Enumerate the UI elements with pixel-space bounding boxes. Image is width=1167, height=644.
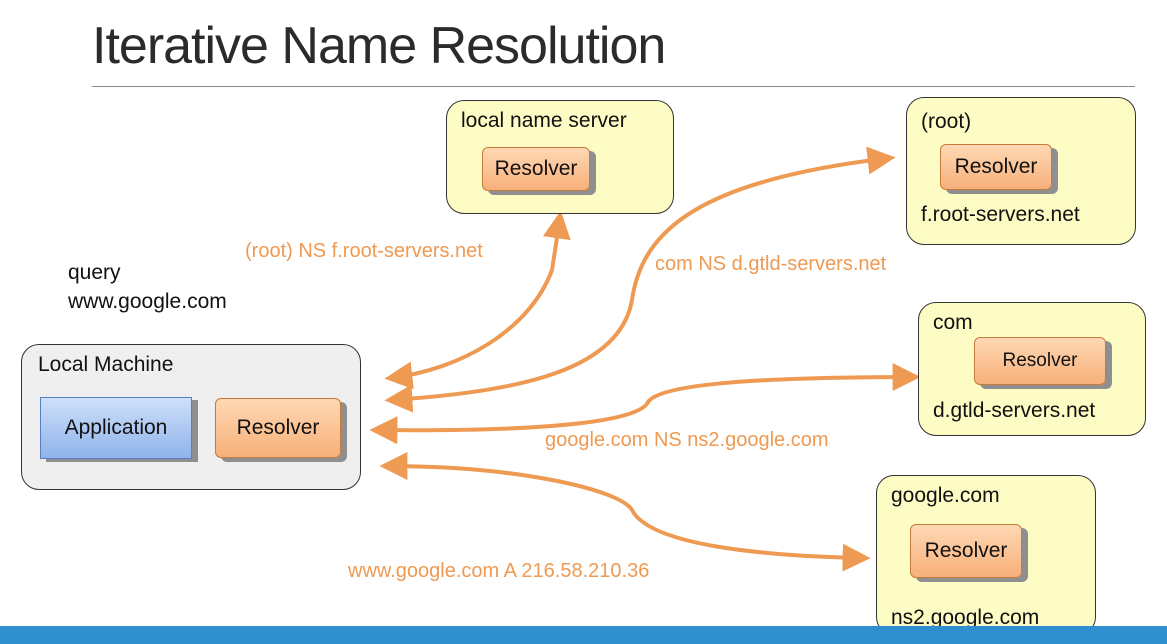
query-domain: www.google.com [68,290,227,313]
slide-title: Iterative Name Resolution [92,17,666,75]
local-machine-label: Local Machine [38,353,174,376]
local-name-server-resolver: Resolver [482,147,590,191]
arrow-com-server [369,363,921,445]
response-com-ns: com NS d.gtld-servers.net [655,253,887,275]
root-server-label: (root) [921,110,972,133]
query-text: query www.google.com [68,258,227,316]
google-server-box: google.com Resolver ns2.google.com [876,475,1096,635]
local-machine-box: Local Machine Application Resolver [21,344,361,490]
application-box: Application [40,397,192,459]
com-server-resolver: Resolver [974,337,1106,385]
google-server-host: ns2.google.com [891,606,1040,629]
local-name-server-box: local name server Resolver [446,100,674,214]
response-root-ns: (root) NS f.root-servers.net [245,240,483,262]
local-name-server-label: local name server [461,109,627,132]
local-machine-resolver: Resolver [215,398,341,458]
arrow-google-server [379,452,871,572]
title-divider [92,86,1135,87]
google-server-resolver: Resolver [910,524,1022,578]
com-server-box: com Resolver d.gtld-servers.net [918,302,1146,436]
bottom-accent-bar [0,626,1167,644]
com-server-label: com [933,311,973,334]
root-server-host: f.root-servers.net [921,203,1080,226]
response-a-record: www.google.com A 216.58.210.36 [348,560,650,582]
root-server-resolver: Resolver [940,144,1052,190]
com-server-host: d.gtld-servers.net [933,399,1096,422]
query-label: query [68,261,121,284]
response-google-ns: google.com NS ns2.google.com [545,429,829,451]
root-server-box: (root) Resolver f.root-servers.net [906,97,1136,245]
google-server-label: google.com [891,484,1000,507]
